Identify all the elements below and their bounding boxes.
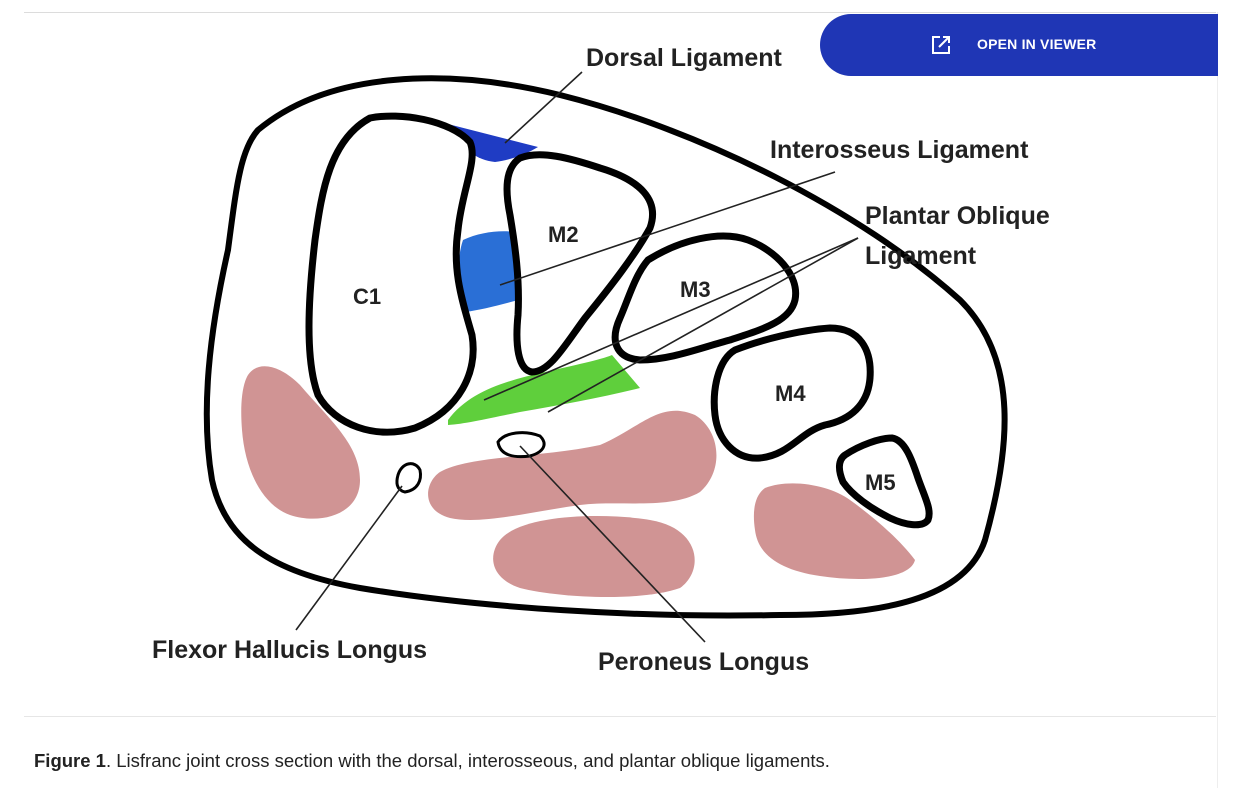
open-in-viewer-button[interactable]: OPEN IN VIEWER xyxy=(820,14,1218,76)
peroneus-leader-line xyxy=(519,445,706,643)
label-bone-m3: M3 xyxy=(680,277,711,302)
open-external-icon xyxy=(930,34,952,56)
muscle-region xyxy=(753,483,915,579)
caption-divider xyxy=(24,716,1216,717)
figure-caption: Figure 1. Lisfranc joint cross section w… xyxy=(34,750,830,772)
lisfranc-diagram: Dorsal Ligament Interosseus Ligament Pla… xyxy=(152,44,1050,676)
label-bone-m5: M5 xyxy=(865,470,896,495)
bone-m3 xyxy=(611,232,800,364)
label-plantar-oblique-line1: Plantar Oblique xyxy=(865,202,1050,230)
open-in-viewer-label: OPEN IN VIEWER xyxy=(977,36,1097,52)
peroneus-tendon xyxy=(496,431,546,459)
plantar-oblique-ligament-shape xyxy=(448,355,640,425)
bone-c1 xyxy=(305,112,477,436)
label-bone-c1: C1 xyxy=(353,284,381,309)
bone-m4 xyxy=(710,324,874,462)
label-flexor-hallucis-longus: Flexor Hallucis Longus xyxy=(152,636,427,664)
label-peroneus-longus: Peroneus Longus xyxy=(598,648,809,676)
caption-prefix: Figure 1 xyxy=(34,750,106,771)
bone-m5 xyxy=(836,434,933,529)
label-plantar-oblique-line2: Ligament xyxy=(865,242,977,270)
muscle-region xyxy=(428,410,717,521)
label-interosseus-ligament: Interosseus Ligament xyxy=(770,136,1029,164)
bone-m2 xyxy=(503,151,656,376)
muscle-regions xyxy=(241,366,915,598)
dorsal-ligament-shape xyxy=(440,122,538,162)
flexor-leader-line xyxy=(295,485,403,631)
interosseus-leader-line xyxy=(499,171,836,286)
plantar-oblique-leader-line-b xyxy=(547,237,859,413)
label-dorsal-ligament: Dorsal Ligament xyxy=(586,44,783,72)
dorsal-leader-line xyxy=(504,71,583,144)
top-divider xyxy=(24,12,1216,13)
flexor-hallucis-tendon xyxy=(395,462,422,494)
label-bone-m2: M2 xyxy=(548,222,579,247)
muscle-region xyxy=(493,516,695,598)
caption-text: . Lisfranc joint cross section with the … xyxy=(105,750,830,771)
label-bone-m4: M4 xyxy=(775,381,806,406)
interosseus-ligament-shape xyxy=(458,231,518,312)
muscle-region xyxy=(241,366,360,519)
right-divider xyxy=(1217,12,1218,788)
plantar-oblique-leader-line-a xyxy=(483,237,859,401)
